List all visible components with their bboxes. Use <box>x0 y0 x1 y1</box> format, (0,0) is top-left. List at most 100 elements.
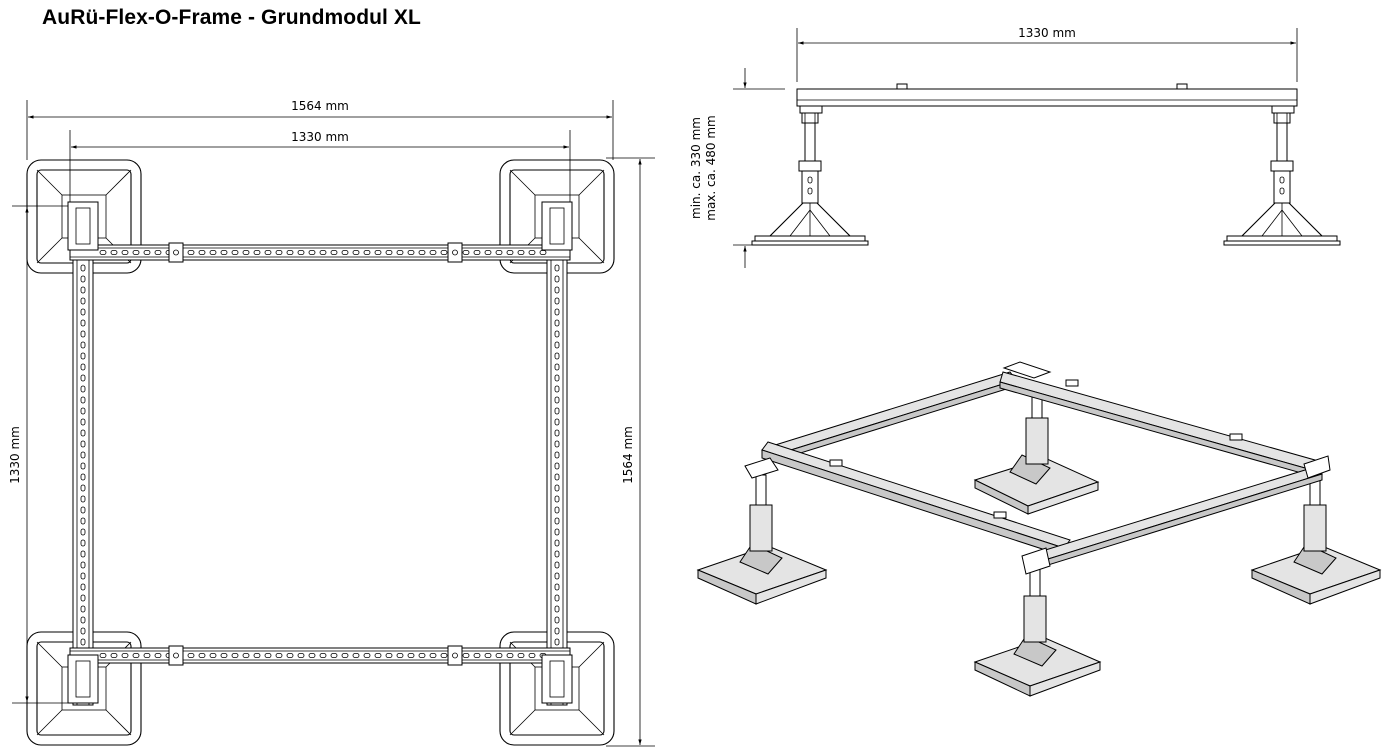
rail-slot <box>554 275 560 283</box>
rail-slot <box>418 653 426 658</box>
rail-slot <box>80 407 86 415</box>
rail-slot <box>363 250 371 255</box>
rail-slot <box>209 653 217 658</box>
rail-slot <box>554 429 560 437</box>
rail-slot <box>554 440 560 448</box>
rail-slot <box>352 653 360 658</box>
rail-top <box>69 242 571 263</box>
rail-slot <box>231 653 239 658</box>
rail-slot <box>554 308 560 316</box>
rail-slot <box>121 653 129 658</box>
rail-slot <box>554 539 560 547</box>
rail-slot <box>80 429 86 437</box>
rail-slot <box>121 250 129 255</box>
rail-slot <box>554 363 560 371</box>
rail-slot <box>554 374 560 382</box>
rail-slot <box>143 653 151 658</box>
rail-slot <box>297 653 305 658</box>
rail-slot <box>462 653 470 658</box>
rail-slot <box>154 653 162 658</box>
rail-slot <box>495 653 503 658</box>
rail-slot <box>275 250 283 255</box>
rail-slot <box>554 594 560 602</box>
rail-slot <box>80 616 86 624</box>
rail-slot <box>554 517 560 525</box>
rail-slot <box>253 653 261 658</box>
rail-slot <box>80 396 86 404</box>
rail-slot <box>363 653 371 658</box>
dim-left-height-label: 1330 mm <box>8 426 22 484</box>
rail-slot <box>330 250 338 255</box>
rail-slot <box>80 550 86 558</box>
dimension-outer-width: 1564 mm <box>26 99 614 160</box>
iso-foot-left <box>696 474 828 605</box>
rail-slot <box>554 605 560 613</box>
rail-slot <box>264 250 272 255</box>
side-leg-right <box>1223 112 1341 246</box>
corner-brackets <box>67 201 573 704</box>
rail-slot <box>554 572 560 580</box>
rail-slot <box>80 506 86 514</box>
rail-slot <box>297 250 305 255</box>
rail-slot <box>506 250 514 255</box>
rail-slot <box>308 250 316 255</box>
rail-slot <box>554 418 560 426</box>
rail-slot <box>110 653 118 658</box>
rail-slot <box>554 396 560 404</box>
rail-slot <box>80 286 86 294</box>
rail-slot <box>209 250 217 255</box>
rail-slot <box>554 286 560 294</box>
rail-slot <box>80 319 86 327</box>
rail-slot <box>80 594 86 602</box>
rail-slot <box>187 653 195 658</box>
rail-slot <box>517 250 525 255</box>
dim-inner-width-label: 1330 mm <box>291 130 349 144</box>
rail-slot <box>554 495 560 503</box>
rail-slot <box>80 352 86 360</box>
rail-slot <box>154 250 162 255</box>
side-view: 1330 mm min. ca. 330 mm max. ca. 480 mm <box>689 26 1341 268</box>
rail-slot <box>286 250 294 255</box>
rail-slot <box>253 250 261 255</box>
rail-slot <box>554 385 560 393</box>
rail-slot <box>198 653 206 658</box>
rail-slot <box>341 653 349 658</box>
rail-slot <box>80 572 86 580</box>
side-leg-left <box>751 112 869 246</box>
rail-slot <box>80 440 86 448</box>
rail-slot <box>554 561 560 569</box>
rail-slot <box>554 264 560 272</box>
rail-slot <box>407 653 415 658</box>
drawing-title: AuRü-Flex-O-Frame - Grundmodul XL <box>42 6 421 29</box>
rail-slot <box>352 250 360 255</box>
rail-slot <box>143 250 151 255</box>
rail-slot <box>80 528 86 536</box>
rail-slot <box>308 653 316 658</box>
rail-slot <box>99 250 107 255</box>
iso-frame <box>744 361 1331 575</box>
dim-outer-width-label: 1564 mm <box>291 99 349 113</box>
rail-slot <box>473 653 481 658</box>
rail-slot <box>80 495 86 503</box>
rail-slot <box>407 250 415 255</box>
rail-slot <box>554 638 560 646</box>
rail-slot <box>374 653 382 658</box>
dimension-left-height: 1330 mm <box>8 205 72 704</box>
rail-slot <box>80 374 86 382</box>
rail-slot <box>264 653 272 658</box>
rail-slot <box>132 653 140 658</box>
rail-slot <box>374 250 382 255</box>
rail-slot <box>80 418 86 426</box>
rail-slot <box>132 250 140 255</box>
rail-slot <box>80 517 86 525</box>
rail-slot <box>286 653 294 658</box>
rail-slot <box>554 484 560 492</box>
rail-slot <box>198 250 206 255</box>
rail-slot <box>220 250 228 255</box>
rail-slot <box>554 341 560 349</box>
rail-slot <box>80 583 86 591</box>
rail-slot <box>440 250 448 255</box>
rail-slot <box>80 462 86 470</box>
rail-slot <box>110 250 118 255</box>
